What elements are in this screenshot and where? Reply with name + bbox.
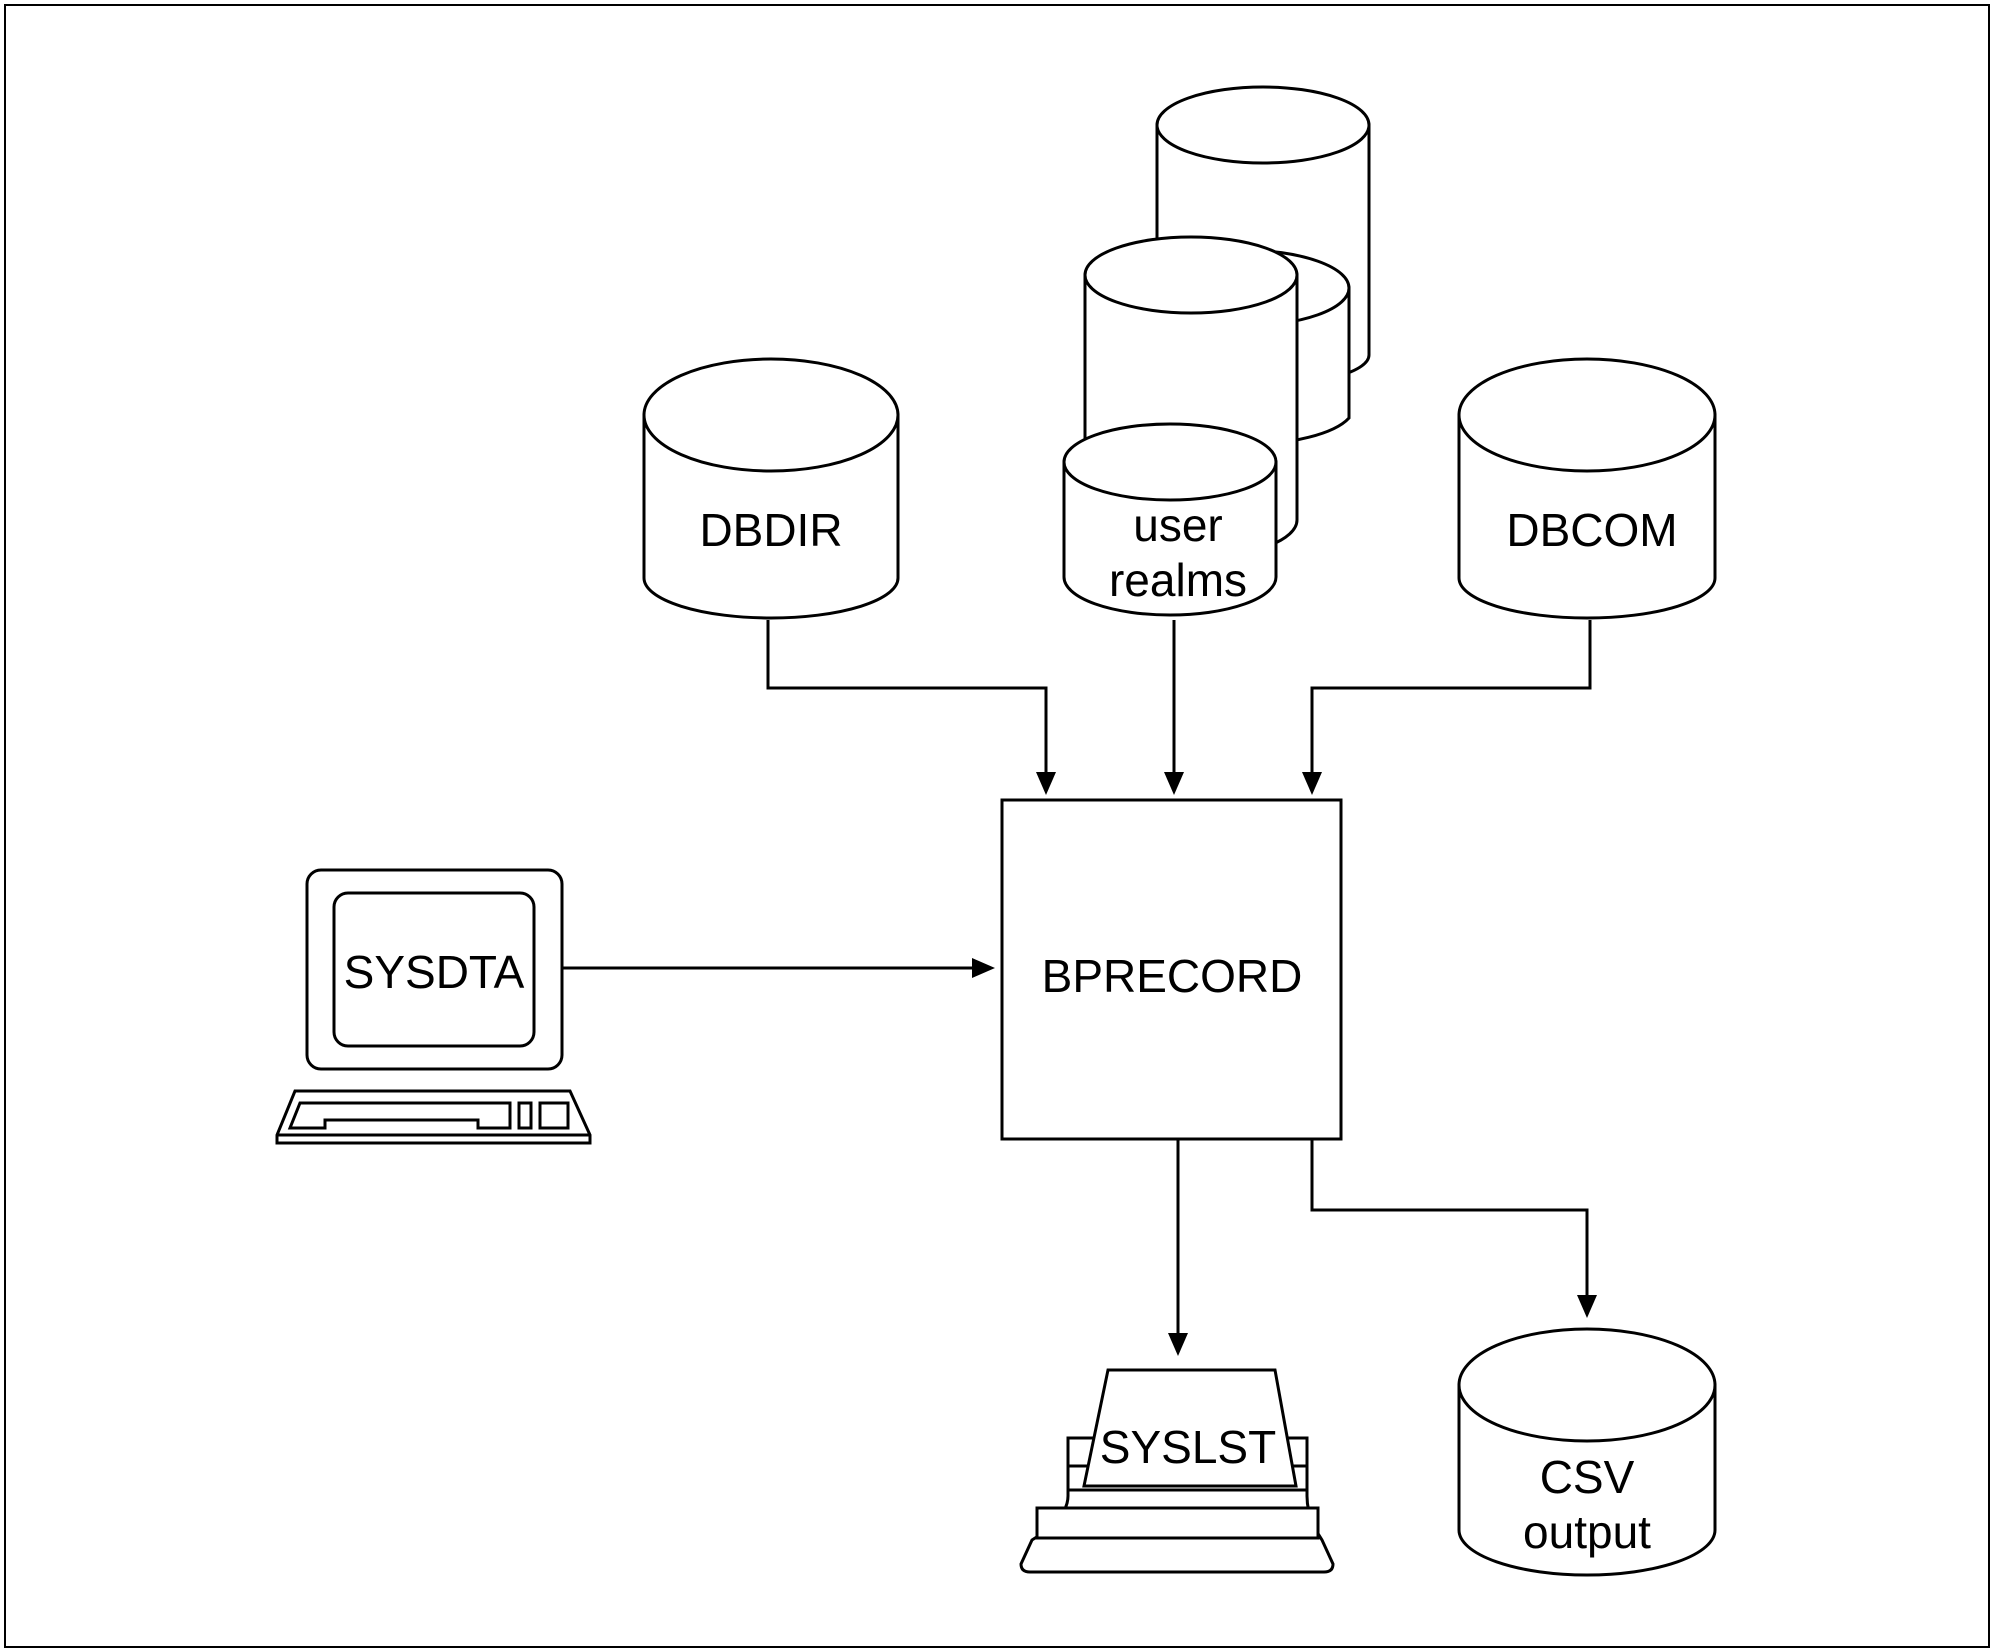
user-realms-label-line1: user <box>1133 499 1222 551</box>
dbcom-label: DBCOM <box>1506 504 1677 556</box>
dbdir-database-icon: DBDIR <box>642 357 900 620</box>
dbdir-label: DBDIR <box>699 504 842 556</box>
csv-output-label-line1: CSV <box>1540 1451 1635 1503</box>
arrowhead <box>1302 772 1322 795</box>
edge-dbdir-to-bprecord <box>766 620 1056 795</box>
arrowhead <box>1164 772 1184 795</box>
user-realms-database-icon: user realms <box>1062 85 1371 617</box>
monitor-screen <box>332 891 536 1048</box>
edge-dbcom-to-bprecord <box>1302 620 1592 795</box>
arrowhead <box>1036 772 1056 795</box>
bprecord-label: BPRECORD <box>1042 950 1303 1002</box>
bprecord-process-box: BPRECORD <box>1000 798 1343 1141</box>
dbcom-database-icon: DBCOM <box>1457 357 1717 620</box>
syslst-label: SYSLST <box>1100 1421 1276 1473</box>
keyboard-icon <box>275 1089 592 1145</box>
realm-cylinder-front <box>1062 422 1278 617</box>
sysdta-terminal-icon: SYSDTA <box>275 868 592 1145</box>
printer-paper <box>1082 1368 1298 1488</box>
sysdta-label: SYSDTA <box>344 946 525 998</box>
syslst-printer-icon: SYSLST <box>1019 1368 1335 1574</box>
edge-sysdta-to-bprecord <box>562 958 995 978</box>
edge-bprecord-to-syslst <box>1168 1139 1188 1356</box>
printer-tray <box>1035 1506 1320 1540</box>
user-realms-label-line2: realms <box>1109 554 1247 606</box>
arrowhead <box>972 958 995 978</box>
csv-output-database-icon: CSV output <box>1457 1327 1717 1577</box>
edge-bprecord-to-csv-output <box>1310 1139 1597 1318</box>
csv-output-label-line2: output <box>1523 1506 1651 1558</box>
edge-user-realms-to-bprecord <box>1164 620 1184 795</box>
arrowhead <box>1168 1333 1188 1356</box>
arrowhead <box>1577 1295 1597 1318</box>
